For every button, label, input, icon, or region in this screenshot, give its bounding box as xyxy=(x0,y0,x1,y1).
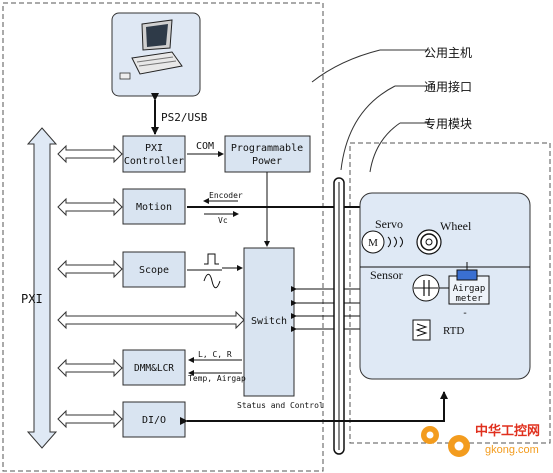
bus-connectors xyxy=(57,144,245,429)
pxi-bus-label: PXI xyxy=(21,292,43,306)
wheel-hub xyxy=(425,238,433,246)
computer-icon xyxy=(111,12,201,97)
module-panel xyxy=(359,192,531,380)
programmable-power-label-2: Power xyxy=(252,156,282,167)
airgap-label-1: Airgap xyxy=(453,284,486,294)
programmable-power-label-1: Programmable xyxy=(231,143,303,154)
encoder-label: Encoder xyxy=(209,191,243,200)
dio-block xyxy=(122,401,186,438)
programmable-power-block xyxy=(224,135,311,173)
host-label: 公用主机 xyxy=(424,46,472,60)
motor-symbol xyxy=(361,230,385,254)
scope-label: Scope xyxy=(139,265,169,276)
pxi-controller-label-1: PXI xyxy=(145,143,163,154)
temp-airgap-label: Temp, Airgap xyxy=(188,374,246,383)
motor-label: M xyxy=(368,237,378,249)
module-label: 专用模块 xyxy=(424,116,472,131)
vc-label: Vc xyxy=(218,216,228,225)
rtd-symbol xyxy=(412,319,431,341)
watermark-cn: 中华工控网 xyxy=(475,423,540,438)
lcr-label: L, C, R xyxy=(198,350,232,359)
signal-waveform-icons xyxy=(203,253,221,289)
com-label: COM xyxy=(196,141,214,152)
airgap-label-2: meter xyxy=(455,294,483,304)
dio-label: DI/O xyxy=(142,415,166,426)
wheel-inner xyxy=(420,233,438,251)
rtd-label: RTD xyxy=(443,325,464,337)
scope-block xyxy=(122,251,186,288)
callout-module xyxy=(369,122,401,173)
interface-label: 通用接口 xyxy=(424,79,472,94)
callout-host xyxy=(311,49,381,83)
pxi-bus xyxy=(26,127,58,449)
servo-label: Servo xyxy=(375,217,403,231)
dio-link xyxy=(180,391,448,425)
rtd-zigzag xyxy=(415,323,428,337)
host-boundary xyxy=(2,2,324,472)
switch-label: Switch xyxy=(251,316,287,327)
gear-icon xyxy=(421,426,470,457)
status-control-label: Status and Control xyxy=(237,401,324,410)
motion-block xyxy=(122,188,186,225)
pxi-controller-label-2: Controller xyxy=(124,156,184,167)
pxi-controller-block xyxy=(122,135,186,173)
airgap-sensor-chip xyxy=(456,269,478,281)
wheel-label: Wheel xyxy=(440,219,472,233)
dmm-lcr-block xyxy=(122,349,186,386)
switch-block xyxy=(243,247,295,397)
watermark-url: gkong.com xyxy=(485,444,539,456)
dmm-lcr-label: DMM&LCR xyxy=(134,363,174,374)
ps2usb-label: PS2/USB xyxy=(161,111,208,124)
sensor-label: Sensor xyxy=(370,268,403,282)
dash-mark: - xyxy=(462,308,468,319)
watermark-logo: 中华工控网 gkong.com xyxy=(421,423,540,457)
callout-interface xyxy=(340,85,396,171)
coupling-icon xyxy=(387,236,403,248)
motion-label: Motion xyxy=(136,202,172,213)
